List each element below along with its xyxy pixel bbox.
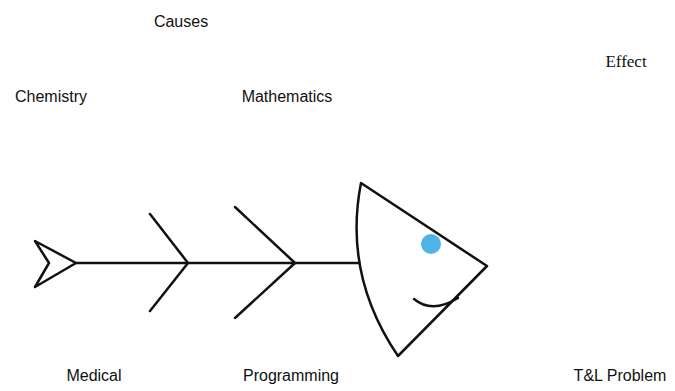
heading-label: Effect	[605, 52, 646, 72]
cause-label: Chemistry	[15, 87, 87, 106]
fish-eye	[421, 234, 441, 254]
fish-tail	[35, 241, 76, 287]
fish-rib	[235, 207, 295, 318]
cause-label: Mathematics	[242, 87, 333, 106]
fish-head	[357, 183, 487, 356]
fish-rib	[150, 214, 188, 311]
effect-label: T&L Problem	[574, 366, 667, 385]
heading-label: Causes	[154, 12, 208, 31]
fish-smile	[414, 298, 458, 306]
fish-spine	[76, 262, 360, 265]
cause-label: Medical	[66, 366, 121, 385]
cause-label: Programming	[243, 366, 339, 385]
